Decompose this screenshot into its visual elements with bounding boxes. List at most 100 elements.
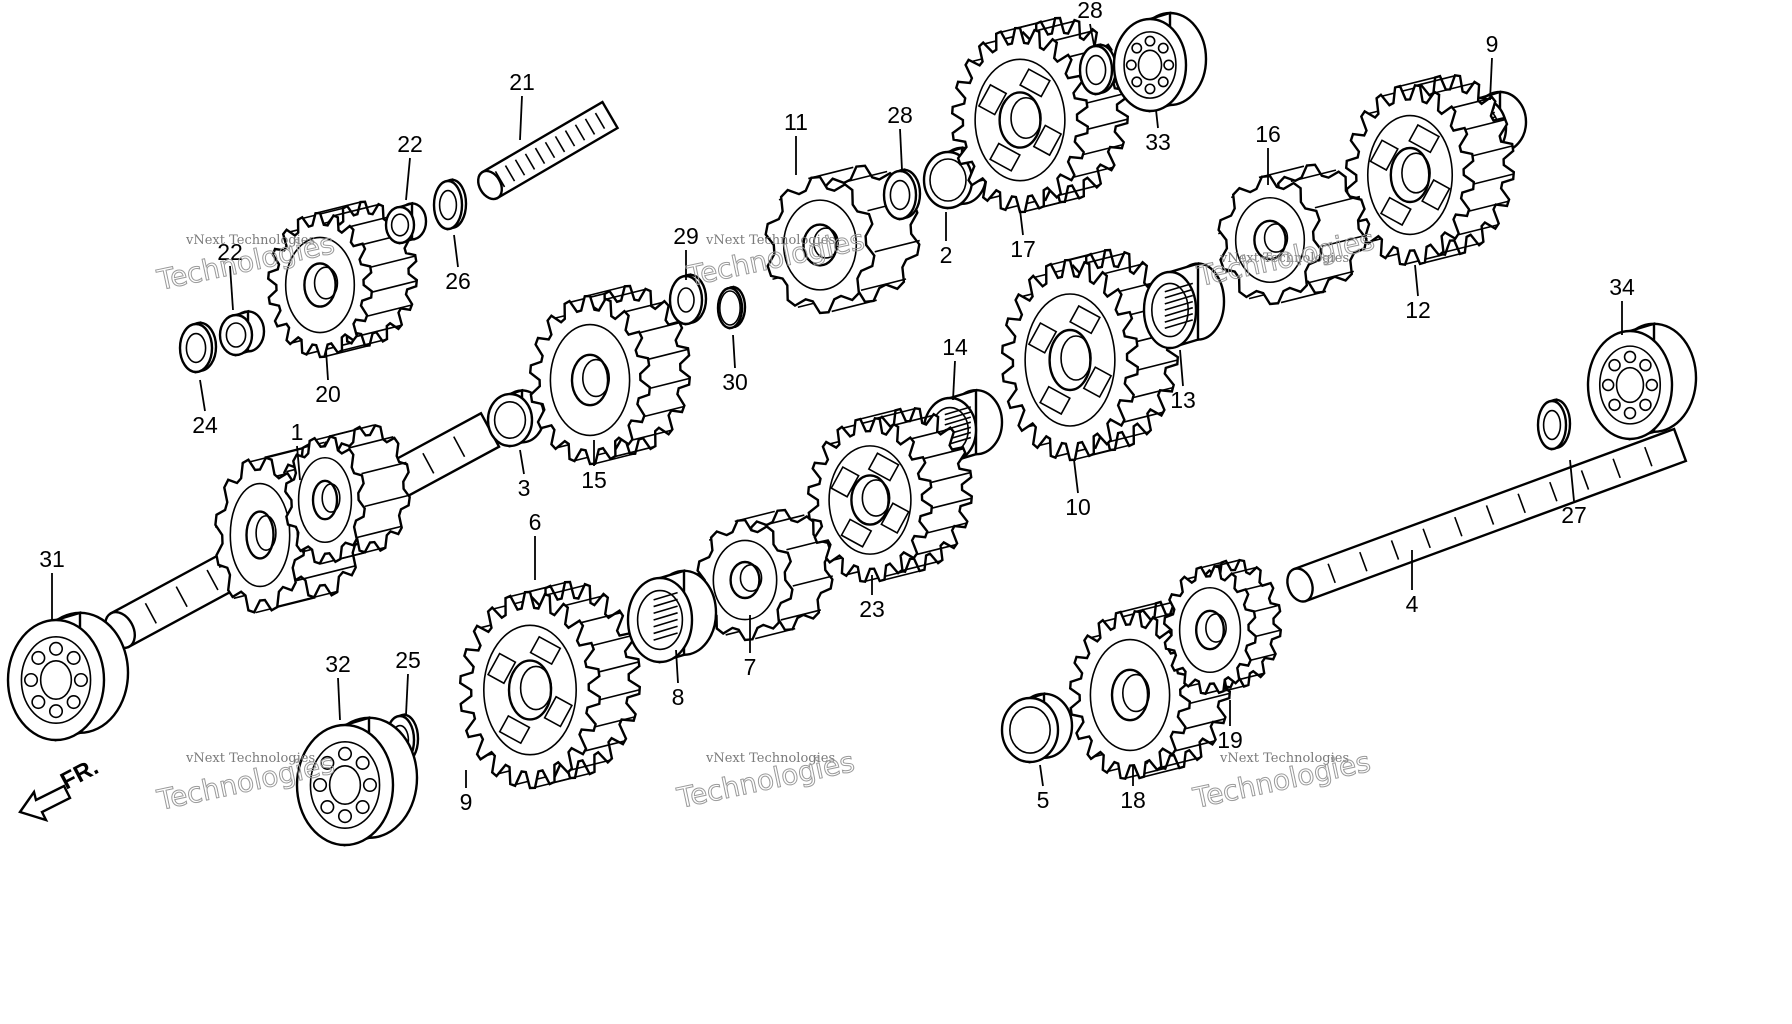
callout-8: 8 [672, 649, 685, 710]
callout-number: 12 [1405, 297, 1431, 323]
callout-5: 5 [1037, 764, 1050, 813]
callout-17: 17 [1010, 209, 1036, 262]
svg-text:vNext Technologies: vNext Technologies [185, 233, 315, 248]
callout-number: 33 [1145, 129, 1171, 155]
part-15-gear [528, 284, 692, 466]
part-33-ball-bearing [1112, 11, 1208, 113]
callout-26: 26 [445, 234, 471, 294]
callout-number: 5 [1037, 787, 1050, 813]
part-8-bushing [626, 569, 718, 664]
part-30-snap-ring [716, 285, 747, 330]
leader-line [405, 673, 409, 716]
callout-22: 22 [217, 239, 243, 311]
callout-number: 19 [1217, 727, 1243, 753]
callout-number: 1 [291, 419, 304, 445]
callout-number: 14 [942, 334, 968, 360]
callout-23: 23 [859, 575, 885, 622]
callout-3: 3 [518, 449, 530, 501]
callout-number: 4 [1406, 591, 1419, 617]
callout-1: 1 [291, 419, 304, 481]
part-16-gear [1217, 163, 1368, 306]
callout-24: 24 [192, 379, 218, 438]
callout-number: 34 [1609, 274, 1635, 300]
callout-30: 30 [722, 334, 748, 395]
svg-text:vNext Technologies: vNext Technologies [1219, 251, 1349, 266]
leader-line [296, 445, 301, 481]
leader-line [519, 95, 523, 141]
part-2-bushing [922, 146, 988, 210]
part-34-ball-bearing [1586, 322, 1698, 441]
callout-9: 9 [1486, 31, 1499, 101]
callout-15: 15 [581, 440, 607, 493]
leader-line [325, 349, 329, 381]
callout-7: 7 [744, 615, 756, 680]
callout-number: 20 [315, 381, 341, 407]
part-32-ball-bearing [295, 716, 419, 847]
callout-number: 6 [529, 509, 542, 535]
callout-28: 28 [887, 102, 913, 171]
callout-32: 32 [325, 651, 351, 721]
callout-14: 14 [942, 334, 968, 401]
callout-number: 32 [325, 651, 351, 677]
leader-line [1073, 459, 1079, 494]
callout-number: 22 [397, 131, 423, 157]
callout-19: 19 [1217, 700, 1243, 753]
callout-33: 33 [1145, 109, 1171, 155]
leader-line [229, 265, 234, 311]
callout-number: 26 [445, 268, 471, 294]
callout-number: 10 [1065, 494, 1091, 520]
callout-number: 8 [672, 684, 685, 710]
callout-6: 6 [529, 509, 542, 580]
callout-number: 25 [395, 647, 421, 673]
callout-number: 23 [859, 596, 885, 622]
callout-4: 4 [1406, 550, 1419, 617]
callout-number: 31 [39, 546, 65, 572]
callout-31: 31 [39, 546, 65, 620]
callout-number: 28 [887, 102, 913, 128]
callout-number: 13 [1170, 387, 1196, 413]
callout-number: 17 [1010, 236, 1036, 262]
leader-line [1569, 459, 1575, 502]
part-3-bushing [486, 388, 546, 448]
svg-text:vNext Technologies: vNext Technologies [185, 751, 315, 766]
callout-29: 29 [673, 223, 699, 280]
front-direction-arrow: FR. [18, 753, 103, 822]
callout-number: 29 [673, 223, 699, 249]
part-29-splined-washer [668, 273, 708, 326]
leader-line [1089, 23, 1095, 46]
callout-number: 2 [940, 242, 953, 268]
part-7-gear [696, 508, 834, 642]
leader-line [453, 234, 459, 268]
part-5-bushing [1000, 692, 1074, 764]
callout-number: 24 [192, 412, 218, 438]
callout-22: 22 [397, 131, 423, 201]
callouts-layer: 1234567899101112131415161718192021222223… [39, 0, 1635, 815]
part-23-gear [806, 406, 974, 584]
part-1-mainshaft [104, 411, 501, 650]
part-6-gear [458, 580, 642, 790]
callout-27: 27 [1561, 459, 1587, 528]
svg-text:vNext Technologies: vNext Technologies [705, 751, 835, 766]
svg-text:vNext Technologies: vNext Technologies [705, 233, 835, 248]
callout-number: 27 [1561, 502, 1587, 528]
watermark-5: vNext Technologies Technologies [673, 745, 858, 816]
svg-text:vNext Technologies: vNext Technologies [1219, 751, 1349, 766]
callout-number: 16 [1255, 121, 1281, 147]
part-12-gear [1344, 73, 1516, 267]
callout-number: 18 [1120, 787, 1146, 813]
callout-34: 34 [1609, 274, 1635, 335]
callout-number: 30 [722, 369, 748, 395]
callout-16: 16 [1255, 121, 1281, 185]
part-21-shaft [476, 100, 620, 201]
leader-line [1414, 264, 1419, 297]
callout-10: 10 [1065, 459, 1091, 520]
callout-2: 2 [940, 212, 953, 268]
callout-28: 28 [1077, 0, 1103, 46]
parts-layer [6, 11, 1698, 847]
callout-number: 9 [1486, 31, 1499, 57]
callout-number: 21 [509, 69, 535, 95]
leader-line [732, 334, 736, 369]
callout-number: 22 [217, 239, 243, 265]
part-26-washer [432, 178, 468, 231]
